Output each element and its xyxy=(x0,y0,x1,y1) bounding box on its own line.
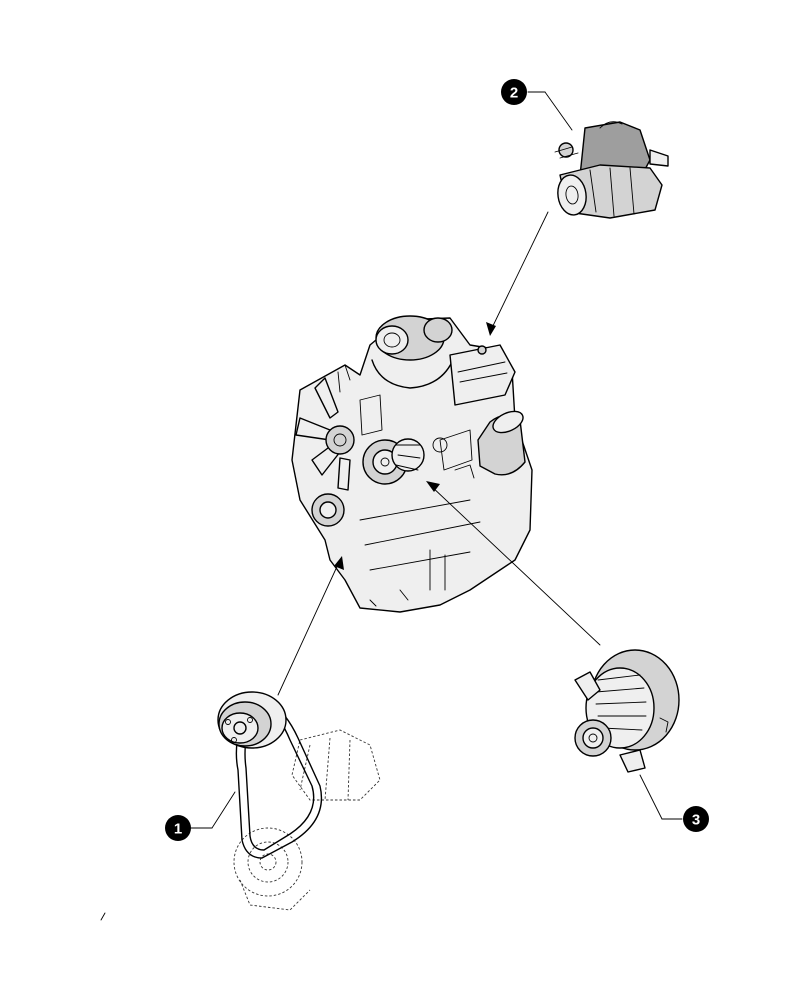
callout-2: 2 xyxy=(501,79,573,131)
alternator-arrowhead xyxy=(426,481,440,492)
callout-1-number: 1 xyxy=(174,821,182,838)
callout-1-badge xyxy=(165,815,191,841)
callout-3-number: 3 xyxy=(692,812,700,829)
pulley-arrowhead xyxy=(334,556,344,570)
callout-1: 1 xyxy=(165,791,236,841)
callout-3: 3 xyxy=(639,774,709,832)
belt-and-pulley-illustration xyxy=(217,691,381,911)
callout-3-badge xyxy=(683,806,709,832)
callout-2-badge xyxy=(501,79,527,105)
callout-2-number: 2 xyxy=(510,85,518,102)
assembly-arrows xyxy=(277,211,601,696)
alternator-illustration xyxy=(574,649,680,773)
stray-mark xyxy=(100,912,106,921)
cooling-fan xyxy=(295,377,355,491)
starter-arrowhead xyxy=(486,322,496,336)
engine-illustration xyxy=(291,315,533,613)
starter-motor-illustration xyxy=(554,121,669,219)
